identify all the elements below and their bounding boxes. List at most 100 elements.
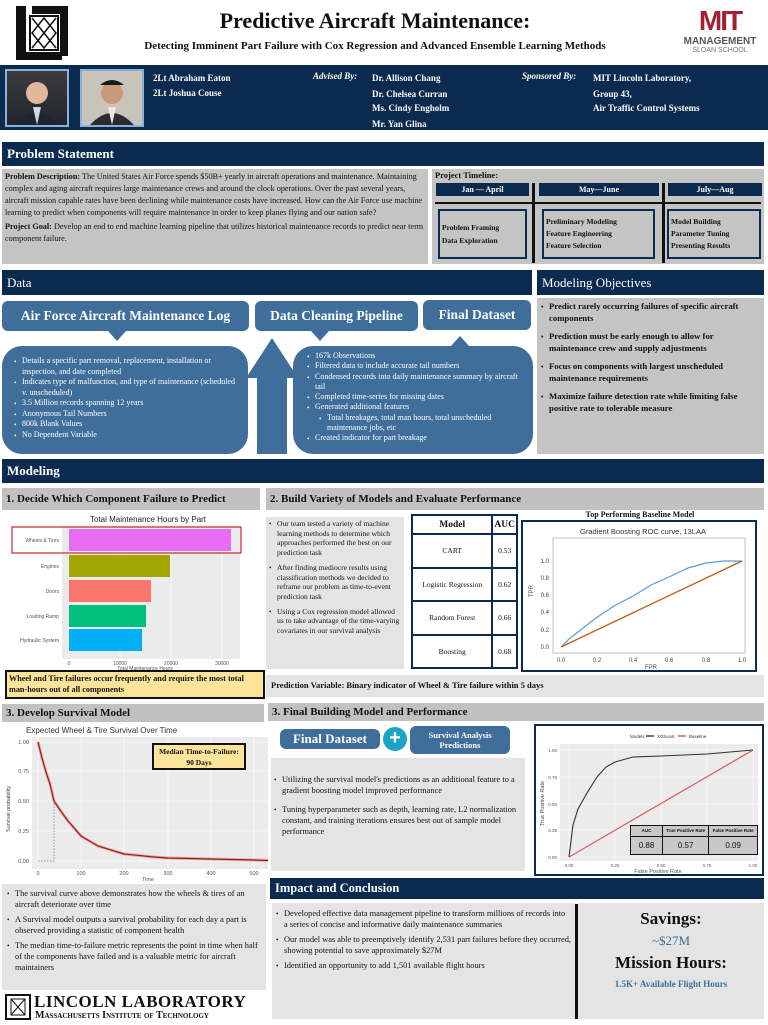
svg-text:300: 300 xyxy=(163,871,172,877)
svg-text:0.0: 0.0 xyxy=(541,645,550,651)
svg-text:400: 400 xyxy=(206,871,215,877)
impact-bullets: Developed effective data management pipe… xyxy=(272,903,575,1019)
lincoln-footer-logo xyxy=(5,994,31,1020)
step1-header: 1. Decide Which Component Failure to Pre… xyxy=(2,488,260,510)
median-ttf-callout: Median Time-to-Failure:90 Days xyxy=(152,743,246,770)
problem-header: Problem Statement xyxy=(2,142,764,166)
advised-label: Advised By: xyxy=(313,71,358,81)
svg-text:FPR: FPR xyxy=(645,665,658,670)
maintenance-hours-chart: Total Maintenance Hours by Part Wheels &… xyxy=(2,512,264,672)
svg-text:Engines: Engines xyxy=(41,564,60,570)
avatar xyxy=(5,69,69,127)
advisor-name: Mr. Yan Glina xyxy=(372,119,427,129)
svg-text:0: 0 xyxy=(68,661,71,667)
svg-text:30000: 30000 xyxy=(215,661,229,667)
poster-subtitle: Detecting Imminent Part Failure with Cox… xyxy=(144,40,606,52)
final-dataset-title: Final Dataset xyxy=(423,300,531,330)
svg-text:0.00: 0.00 xyxy=(18,859,29,865)
svg-text:True Positive Rate: True Positive Rate xyxy=(540,781,546,826)
step1-note: Wheel and Tire failures occur frequently… xyxy=(5,670,265,699)
advisor-name: Dr. Chelsea Curran xyxy=(372,89,448,99)
maintenance-log-details: Details a specific part removal, replace… xyxy=(2,346,248,454)
svg-text:0.8: 0.8 xyxy=(702,658,711,664)
problem-body: Problem Description: The United States A… xyxy=(2,169,428,264)
svg-text:0.75: 0.75 xyxy=(548,775,557,780)
objectives-header: Modeling Objectives xyxy=(537,270,764,295)
footer-lab-name: LINCOLN LABORATORY xyxy=(34,992,247,1011)
svg-text:Total Maintenance Hours: Total Maintenance Hours xyxy=(117,666,173,670)
svg-text:0.6: 0.6 xyxy=(665,658,674,664)
step4-bullets: Utilizing the survival model's predictio… xyxy=(271,758,525,871)
svg-text:Wheels & Tires: Wheels & Tires xyxy=(25,538,59,544)
svg-text:1.0: 1.0 xyxy=(541,559,550,565)
svg-text:0.0: 0.0 xyxy=(557,658,566,664)
svg-text:Hydraulic System: Hydraulic System xyxy=(20,638,59,644)
svg-text:1.0: 1.0 xyxy=(738,658,747,664)
step3-bullets: The survival curve above demonstrates ho… xyxy=(2,884,266,990)
plus-icon: + xyxy=(383,727,407,751)
svg-text:0.6: 0.6 xyxy=(541,593,550,599)
svg-text:Doors: Doors xyxy=(46,589,60,595)
svg-text:Baseline: Baseline xyxy=(689,734,707,739)
svg-text:Survival probability: Survival probability xyxy=(6,786,12,832)
svg-text:0.50: 0.50 xyxy=(18,799,29,805)
svg-text:0.4: 0.4 xyxy=(629,658,638,664)
avatar xyxy=(80,69,144,127)
svg-text:0.4: 0.4 xyxy=(541,610,550,616)
svg-text:0.75: 0.75 xyxy=(18,769,29,775)
svg-text:0.25: 0.25 xyxy=(611,863,620,868)
svg-text:0.2: 0.2 xyxy=(593,658,602,664)
timeline-period: Jan — April xyxy=(436,183,529,196)
savings-label: Savings: xyxy=(640,909,702,928)
step2-header: 2. Build Variety of Models and Evaluate … xyxy=(266,488,764,510)
svg-text:Time: Time xyxy=(142,877,154,882)
footer-institution: Massachusetts Institute of Technology xyxy=(35,1010,209,1021)
svg-text:0.00: 0.00 xyxy=(548,855,557,860)
svg-text:TPR: TPR xyxy=(529,584,535,597)
objectives-list: Predict rarely occurring failures of spe… xyxy=(537,298,764,454)
sponsor-line: MIT Lincoln Laboratory, xyxy=(593,73,692,83)
svg-text:False Positive Rate: False Positive Rate xyxy=(634,869,681,874)
svg-text:0.75: 0.75 xyxy=(703,863,712,868)
svg-text:Models: Models xyxy=(630,734,645,739)
cleaning-pipeline-title: Data Cleaning Pipeline xyxy=(255,301,418,331)
svg-text:0.00: 0.00 xyxy=(565,863,574,868)
svg-text:1.00: 1.00 xyxy=(749,863,758,868)
baseline-roc-chart: Gradient Boosting ROC curve, 13LAA 0.0 0.… xyxy=(521,520,757,672)
lincoln-lab-logo xyxy=(12,4,70,62)
svg-text:0.25: 0.25 xyxy=(18,829,29,835)
survival-predictions-pill: Survival Analysis Predictions xyxy=(410,726,510,754)
sponsor-line: Air Traffic Control Systems xyxy=(593,103,700,113)
svg-text:Gradient Boosting ROC curve, 1: Gradient Boosting ROC curve, 13LAA xyxy=(580,527,706,536)
svg-text:200: 200 xyxy=(119,871,128,877)
svg-text:500: 500 xyxy=(249,871,258,877)
data-header: Data xyxy=(2,270,532,295)
svg-text:0: 0 xyxy=(36,871,39,877)
mission-hours-label: Mission Hours: xyxy=(615,953,727,972)
svg-text:20000: 20000 xyxy=(164,661,178,667)
svg-text:100: 100 xyxy=(76,871,85,877)
author-name: 2Lt Joshua Couse xyxy=(153,88,222,98)
maintenance-log-title: Air Force Aircraft Maintenance Log xyxy=(2,301,249,331)
timeline-period: May—June xyxy=(539,183,659,196)
modeling-header: Modeling xyxy=(2,459,764,483)
mit-sloan-logo: MIT MANAGEMENT SLOAN SCHOOL xyxy=(683,5,757,55)
timeline-period: July—Aug xyxy=(668,183,762,196)
svg-text:1.00: 1.00 xyxy=(18,740,29,746)
step3-header: 3. Develop Survival Model xyxy=(2,704,264,722)
prediction-variable: Prediction Variable: Binary indicator of… xyxy=(266,675,764,697)
step4-header: 3. Final Building Model and Performance xyxy=(268,703,764,721)
impact-header: Impact and Conclusion xyxy=(270,878,764,899)
impact-summary: Savings: ~$27M Mission Hours: 1.5K+ Avai… xyxy=(578,903,764,1019)
savings-value: ~$27M xyxy=(651,933,691,948)
